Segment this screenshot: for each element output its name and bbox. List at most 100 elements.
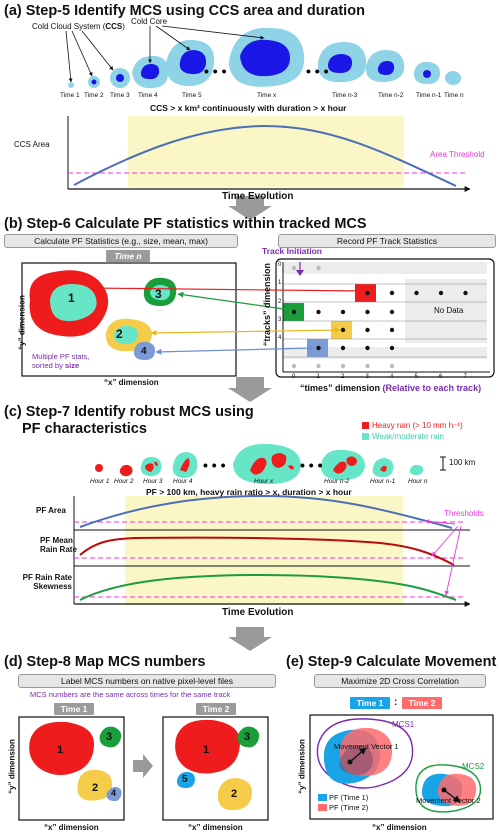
- pf-characteristics-chart: [73, 494, 471, 607]
- row-tick: 3: [278, 317, 282, 323]
- track-dot: [291, 265, 297, 271]
- tracks-dimension-label: “tracks” dimension: [262, 262, 272, 346]
- area-threshold-label: Area Threshold: [430, 150, 485, 159]
- ccs-criterion: CCS > x km² continuously with duration >…: [150, 103, 347, 113]
- movement-mcs2: [415, 764, 482, 813]
- section-e-title: (e) Step-9 Calculate Movement: [286, 654, 497, 670]
- track-dot: [340, 363, 346, 369]
- section-d-title: (d) Step-8 Map MCS numbers: [4, 654, 206, 670]
- scale-bar-label: 100 km: [449, 458, 476, 467]
- ccs-time-1: [68, 82, 74, 88]
- x-dimension-label-d2: “x” dimension: [188, 823, 243, 832]
- pf-hour-sequence: • • • • • •: [95, 443, 424, 484]
- hour-label: Hour x: [254, 478, 274, 485]
- col-tick: 1: [316, 374, 320, 380]
- track-dot: [340, 327, 346, 333]
- time-label: Time 2: [84, 92, 104, 99]
- time-label: Time 5: [182, 92, 202, 99]
- y-dimension-label-e: “y” dimension: [297, 739, 307, 794]
- ccs-area-ylabel: CCS Area: [14, 140, 50, 149]
- track-dot: [365, 290, 370, 296]
- track-dot: [365, 327, 370, 333]
- time-label: Time x: [257, 92, 277, 99]
- calc-pf-stats-pill: Calculate PF Statistics (e.g., size, mea…: [4, 234, 238, 248]
- time2-tag-d: Time 2: [196, 703, 236, 715]
- pf-4-number: 4: [141, 346, 147, 357]
- col-tick: 6: [439, 374, 443, 380]
- d-left-1: 1: [57, 744, 64, 756]
- ccs-area-chart: [67, 116, 471, 192]
- legend-heavy-label: Heavy rain (> 10 mm h⁻¹): [372, 421, 463, 430]
- x-dimension-label-e: “x” dimension: [372, 823, 427, 832]
- pf-mean-rain-curve: [79, 536, 455, 566]
- ccs-time-n: [445, 71, 461, 85]
- pf-1-number: 1: [68, 291, 75, 305]
- x-dimension-label-b: “x” dimension: [104, 378, 159, 387]
- track-dot: [389, 363, 395, 369]
- ccs-label: Cold Cloud System (CCS): [32, 22, 125, 31]
- d-left-3: 3: [106, 731, 113, 743]
- mcs2-label: MCS2: [462, 762, 485, 771]
- row-tick: 2: [278, 299, 282, 305]
- pf-stats-note: Multiple PF stats, sorted by size: [32, 352, 90, 370]
- col-tick: 5: [414, 374, 418, 380]
- section-c-title-2: PF characteristics: [22, 421, 147, 437]
- legend-weak-label: Weak/moderate rain: [372, 432, 444, 441]
- hour-label: Hour n-2: [324, 478, 350, 485]
- cold-core-label: Cold Core: [131, 17, 168, 26]
- mcs-map-time1: [29, 721, 122, 802]
- svg-text:• • •: • • •: [300, 457, 323, 473]
- hour-label: Hour 4: [173, 478, 193, 485]
- hour-label: Hour n-1: [370, 478, 396, 485]
- track-dot: [365, 345, 370, 351]
- thresholds-label: Thresholds: [444, 509, 484, 518]
- movement-mcs1: [316, 718, 414, 789]
- pf-track-table: [275, 258, 495, 378]
- track-dot: [316, 345, 321, 351]
- d-right-1: 1: [203, 744, 210, 756]
- row-tick: 0: [278, 262, 282, 268]
- time-n-tag: Time n: [106, 250, 150, 262]
- ccs-cloud-sequence: • • • • • •: [68, 27, 461, 89]
- y-dimension-label-b: “y” dimension: [17, 295, 27, 350]
- legend-weak-swatch: [362, 433, 369, 440]
- time-label: Time n-3: [332, 92, 358, 99]
- hour-label: Hour 2: [114, 478, 134, 485]
- svg-text:• • •: • • •: [306, 63, 329, 79]
- movement-vector-1-label: Movement Vector 1: [334, 742, 399, 751]
- track-dot: [316, 363, 321, 369]
- time2-tag-e: Time 2: [402, 697, 442, 709]
- hour-label: Hour n: [408, 478, 428, 485]
- record-pf-track-pill: Record PF Track Statistics: [278, 234, 496, 248]
- time1-tag-d: Time 1: [54, 703, 94, 715]
- row-tick: 1: [278, 280, 282, 286]
- pf-1-weak: [50, 284, 97, 322]
- pf-3-number: 3: [155, 287, 162, 301]
- col-tick: 3: [365, 374, 369, 380]
- track-dot: [414, 290, 419, 296]
- track-dot: [389, 309, 395, 315]
- track-dot: [389, 345, 395, 351]
- pf-skewness-curve: [79, 573, 457, 601]
- track-dot: [365, 363, 370, 369]
- track-dot: [389, 327, 395, 333]
- section-b-title: (b) Step-6 Calculate PF statistics withi…: [4, 216, 367, 232]
- track-init-arrow: [296, 262, 304, 276]
- time-step-arrow-d: [133, 754, 153, 778]
- track-dot: [340, 309, 346, 315]
- flow-arrow-a-b: [228, 196, 272, 220]
- label-mcs-pill: Label MCS numbers on native pixel-level …: [18, 674, 276, 688]
- mcs-map-time2: [175, 719, 260, 811]
- col-tick: 2: [341, 374, 345, 380]
- pf-area-curve: [79, 494, 453, 529]
- track-dot: [463, 290, 468, 296]
- y-dimension-label-d: “y” dimension: [7, 739, 17, 794]
- time-evolution-label-c: Time Evolution: [222, 607, 294, 618]
- col-tick: 0: [292, 374, 296, 380]
- track-dot: [291, 363, 297, 369]
- time-label: Time 4: [138, 92, 158, 99]
- pf-area-ylabel: PF Area: [36, 506, 66, 515]
- times-dimension-label: “times” dimension (Relative to each trac…: [300, 383, 482, 393]
- mcs-numbers-note: MCS numbers are the same across times fo…: [30, 690, 231, 699]
